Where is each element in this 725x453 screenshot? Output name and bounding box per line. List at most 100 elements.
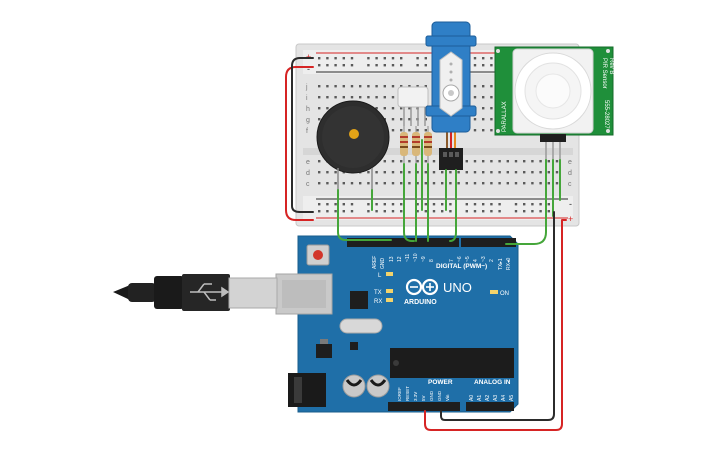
breadboard-hole: [391, 129, 395, 132]
breadboard-hole: [391, 160, 395, 163]
breadboard-hole: [531, 171, 534, 174]
breadboard-hole: [490, 203, 493, 206]
capacitor-2: [366, 374, 390, 398]
resistor-1[interactable]: [400, 126, 408, 164]
breadboard-hole: [424, 129, 427, 132]
pin-label-vin: Vin: [445, 394, 450, 401]
breadboard-hole: [539, 182, 542, 185]
breadboard-hole: [514, 171, 518, 174]
breadboard-hole: [449, 171, 452, 174]
rail-plus-bottom-right: +: [568, 214, 573, 224]
wire-green-servo-signal[interactable]: [449, 169, 457, 242]
servo-motor[interactable]: [425, 21, 477, 170]
breadboard-hole: [391, 64, 395, 67]
breadboard-hole: [391, 107, 395, 110]
breadboard-hole: [350, 182, 354, 185]
resistor-2[interactable]: [412, 126, 420, 164]
breadboard-hole: [465, 203, 468, 206]
led-l-label: L: [378, 273, 382, 279]
row-letter-f: f: [306, 128, 308, 135]
wire-green-buzzer[interactable]: [337, 189, 392, 241]
breadboard-hole: [318, 96, 321, 99]
breadboard-hole: [523, 203, 526, 206]
breadboard-hole: [342, 57, 345, 60]
breadboard-hole: [473, 203, 477, 206]
breadboard-hole: [523, 171, 526, 174]
breadboard-hole: [383, 182, 386, 185]
wire-green-pir-signal[interactable]: [505, 159, 547, 245]
breadboard-hole: [514, 160, 518, 163]
capacitor-1: [342, 374, 366, 398]
breadboard-hole: [375, 107, 378, 110]
resistor-3[interactable]: [424, 126, 432, 164]
breadboard-hole: [400, 85, 403, 88]
breadboard-hole: [367, 182, 370, 185]
breadboard-hole: [416, 129, 419, 132]
breadboard-hole: [326, 210, 329, 213]
wire-black-rail-left[interactable]: [291, 57, 314, 213]
wires: [285, 57, 567, 431]
breadboard-hole: [490, 129, 493, 132]
breadboard-hole: [416, 64, 419, 67]
pin-label-gnd-2: GND: [437, 390, 442, 401]
breadboard-hole: [490, 57, 493, 60]
breadboard-hole: [490, 96, 493, 99]
wire-red-5v[interactable]: [424, 219, 567, 431]
breadboard-hole: [523, 182, 526, 185]
breadboard-hole: [400, 57, 403, 60]
breadboard-hole: [334, 210, 337, 213]
breadboard-hole: [424, 210, 427, 213]
pir-title: PIR Sensor: [601, 58, 607, 89]
breadboard-hole: [473, 85, 477, 88]
breadboard-hole: [490, 171, 493, 174]
breadboard-hole: [547, 160, 550, 163]
piezo-buzzer[interactable]: [316, 100, 390, 174]
breadboard-hole: [547, 203, 550, 206]
pin-label-5: ~5: [465, 256, 471, 262]
pir-sensor[interactable]: PIR Sensor Rev B 555-28027 PARALLAX: [494, 46, 614, 160]
breadboard-hole: [375, 85, 378, 88]
breadboard-hole: [342, 96, 345, 99]
pin-label-4: 4: [473, 259, 479, 262]
breadboard-hole: [326, 182, 329, 185]
breadboard-hole: [408, 129, 411, 132]
pir-part: 555-28027: [603, 100, 609, 129]
breadboard-hole: [416, 85, 419, 88]
usb-port[interactable]: [275, 273, 333, 315]
breadboard-hole: [432, 203, 436, 206]
breadboard-hole: [367, 210, 370, 213]
breadboard-hole: [367, 64, 370, 67]
wire-black-gnd[interactable]: [440, 211, 555, 421]
regulator: [316, 344, 332, 358]
breadboard-hole: [391, 210, 395, 213]
breadboard-hole: [408, 107, 411, 110]
breadboard-hole: [342, 85, 345, 88]
breadboard-hole: [441, 171, 444, 174]
rgb-led[interactable]: [397, 86, 429, 126]
breadboard-hole: [465, 160, 468, 163]
breadboard-hole: [473, 182, 477, 185]
breadboard-hole: [424, 85, 427, 88]
breadboard-hole: [350, 85, 354, 88]
pir-rev: Rev B: [608, 58, 614, 74]
breadboard-hole: [523, 160, 526, 163]
reset-button-icon: [313, 250, 323, 260]
breadboard-hole: [326, 96, 329, 99]
wire-green-r1[interactable]: [403, 163, 415, 242]
breadboard-hole: [482, 85, 485, 88]
breadboard-hole: [334, 171, 337, 174]
breadboard-hole: [482, 203, 485, 206]
breadboard-hole: [359, 182, 362, 185]
pin-label-11: ~11: [405, 254, 411, 262]
breadboard-hole: [473, 96, 477, 99]
breadboard-hole: [416, 160, 419, 163]
pin-label-reset: RESET: [405, 386, 410, 401]
dc-power-jack[interactable]: [288, 373, 326, 407]
row-letter-d: d: [306, 170, 310, 177]
breadboard-hole: [482, 96, 485, 99]
pin-label-gnd-top: GND: [380, 258, 386, 270]
breadboard-hole: [375, 203, 378, 206]
usb-cable[interactable]: [113, 274, 278, 311]
row-letter-e-right: e: [568, 159, 572, 166]
